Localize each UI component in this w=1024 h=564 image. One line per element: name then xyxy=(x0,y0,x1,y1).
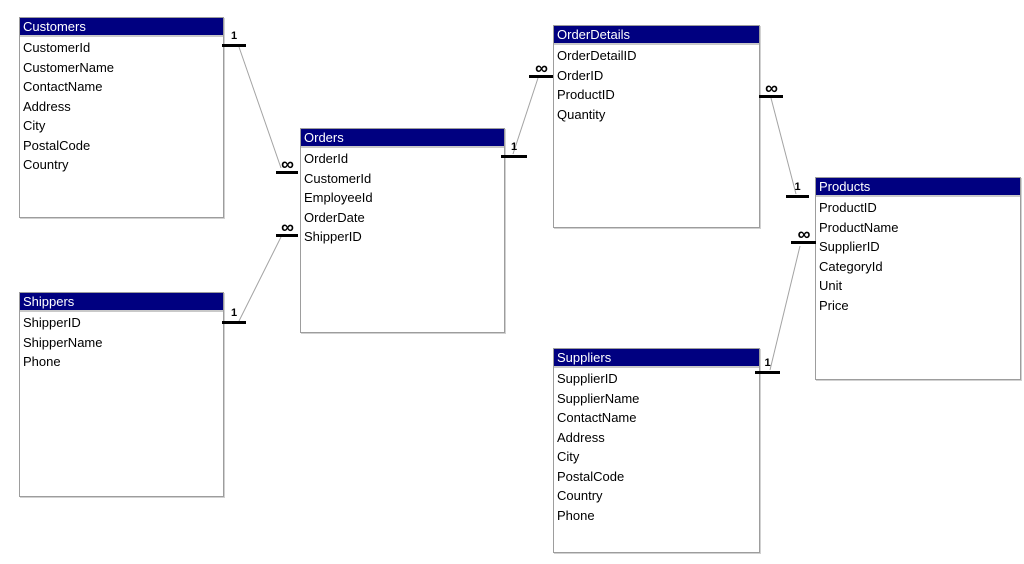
relationship-suppliers-products[interactable] xyxy=(769,245,801,371)
cardinality-underline xyxy=(759,95,783,98)
field-products-productid[interactable]: ProductID xyxy=(819,200,877,215)
relationship-orders-orderdetails[interactable] xyxy=(512,77,539,155)
field-shippers-shipperid[interactable]: ShipperID xyxy=(23,315,81,330)
cardinality-many-customers-orders: ∞ xyxy=(276,154,298,174)
field-customers-country[interactable]: Country xyxy=(23,157,69,172)
field-orderdetails-orderdetailid[interactable]: OrderDetailID xyxy=(557,48,637,63)
cardinality-one-customers-orders: 1 xyxy=(222,30,246,47)
field-products-unit[interactable]: Unit xyxy=(819,278,843,293)
cardinality-many-suppliers-products: ∞ xyxy=(791,224,816,244)
field-suppliers-contactname[interactable]: ContactName xyxy=(557,410,637,425)
cardinality-one-products-orderdetails: 1 xyxy=(786,181,809,198)
field-shippers-phone[interactable]: Phone xyxy=(23,354,61,369)
field-orders-shipperid[interactable]: ShipperID xyxy=(304,229,362,244)
field-customers-customername[interactable]: CustomerName xyxy=(23,59,115,75)
field-customers-customerid[interactable]: CustomerId xyxy=(23,40,91,55)
infinity-symbol: ∞ xyxy=(535,58,548,78)
relationship-shippers-orders[interactable] xyxy=(238,236,282,322)
cardinality-underline xyxy=(276,171,298,174)
field-products-supplierid[interactable]: SupplierID xyxy=(819,239,880,254)
field-orderdetails-orderid[interactable]: OrderID xyxy=(557,67,604,83)
field-orderdetails-quantity[interactable]: Quantity xyxy=(557,106,606,122)
cardinality-one-orders-orderdetails: 1 xyxy=(501,141,527,158)
one-symbol: 1 xyxy=(764,357,771,369)
entity-title-shippers[interactable]: Shippers xyxy=(20,293,223,312)
field-products-productname[interactable]: ProductName xyxy=(819,219,899,235)
cardinality-underline xyxy=(791,241,816,244)
cardinality-one-suppliers-products: 1 xyxy=(755,357,780,374)
entity-title-customers[interactable]: Customers xyxy=(20,18,223,37)
field-customers-address[interactable]: Address xyxy=(23,98,71,114)
cardinality-many-orders-orderdetails: ∞ xyxy=(529,58,553,78)
cardinality-many-shippers-orders: ∞ xyxy=(276,217,298,237)
field-orders-employeeid[interactable]: EmployeeId xyxy=(304,190,373,205)
field-customers-postalcode[interactable]: PostalCode xyxy=(23,137,91,153)
field-list: OrderDetailID OrderID ProductID Quantity xyxy=(554,45,759,124)
one-symbol: 1 xyxy=(794,181,801,193)
infinity-symbol: ∞ xyxy=(281,217,294,237)
field-suppliers-address[interactable]: Address xyxy=(557,429,605,445)
cardinality-underline xyxy=(222,44,246,47)
entity-title-products[interactable]: Products xyxy=(816,178,1020,197)
cardinality-one-shippers-orders: 1 xyxy=(222,307,246,324)
field-customers-city[interactable]: City xyxy=(23,118,46,133)
field-products-price[interactable]: Price xyxy=(819,297,849,313)
cardinality-underline xyxy=(786,195,809,198)
field-suppliers-suppliername[interactable]: SupplierName xyxy=(557,390,640,406)
infinity-symbol: ∞ xyxy=(281,154,294,174)
entity-title-suppliers[interactable]: Suppliers xyxy=(554,349,759,368)
field-customers-contactname[interactable]: ContactName xyxy=(23,79,103,94)
infinity-symbol: ∞ xyxy=(765,78,778,98)
cardinality-underline xyxy=(529,75,553,78)
field-suppliers-city[interactable]: City xyxy=(557,449,580,464)
infinity-symbol: ∞ xyxy=(797,224,811,244)
relationship-customers-orders[interactable] xyxy=(238,46,282,169)
entity-title-orderdetails[interactable]: OrderDetails xyxy=(554,26,759,45)
one-symbol: 1 xyxy=(230,307,238,319)
field-suppliers-country[interactable]: Country xyxy=(557,488,603,503)
one-symbol: 1 xyxy=(510,141,518,153)
cardinality-underline xyxy=(501,155,527,158)
field-orders-orderid[interactable]: OrderId xyxy=(304,151,349,166)
field-orders-customerid[interactable]: CustomerId xyxy=(304,170,372,186)
cardinality-underline xyxy=(222,321,246,324)
one-symbol: 1 xyxy=(230,30,238,42)
entity-title-orders[interactable]: Orders xyxy=(301,129,504,148)
field-orderdetails-productid[interactable]: ProductID xyxy=(557,87,615,102)
field-suppliers-supplierid[interactable]: SupplierID xyxy=(557,371,618,386)
relationship-products-orderdetails[interactable] xyxy=(770,97,797,195)
cardinality-underline xyxy=(276,234,298,237)
field-shippers-shippername[interactable]: ShipperName xyxy=(23,334,103,350)
field-products-categoryid[interactable]: CategoryId xyxy=(819,258,883,274)
cardinality-many-products-orderdetails: ∞ xyxy=(759,78,783,98)
field-orders-orderdate[interactable]: OrderDate xyxy=(304,209,365,225)
field-suppliers-postalcode[interactable]: PostalCode xyxy=(557,468,625,484)
field-suppliers-phone[interactable]: Phone xyxy=(557,507,595,523)
cardinality-underline xyxy=(755,371,780,374)
